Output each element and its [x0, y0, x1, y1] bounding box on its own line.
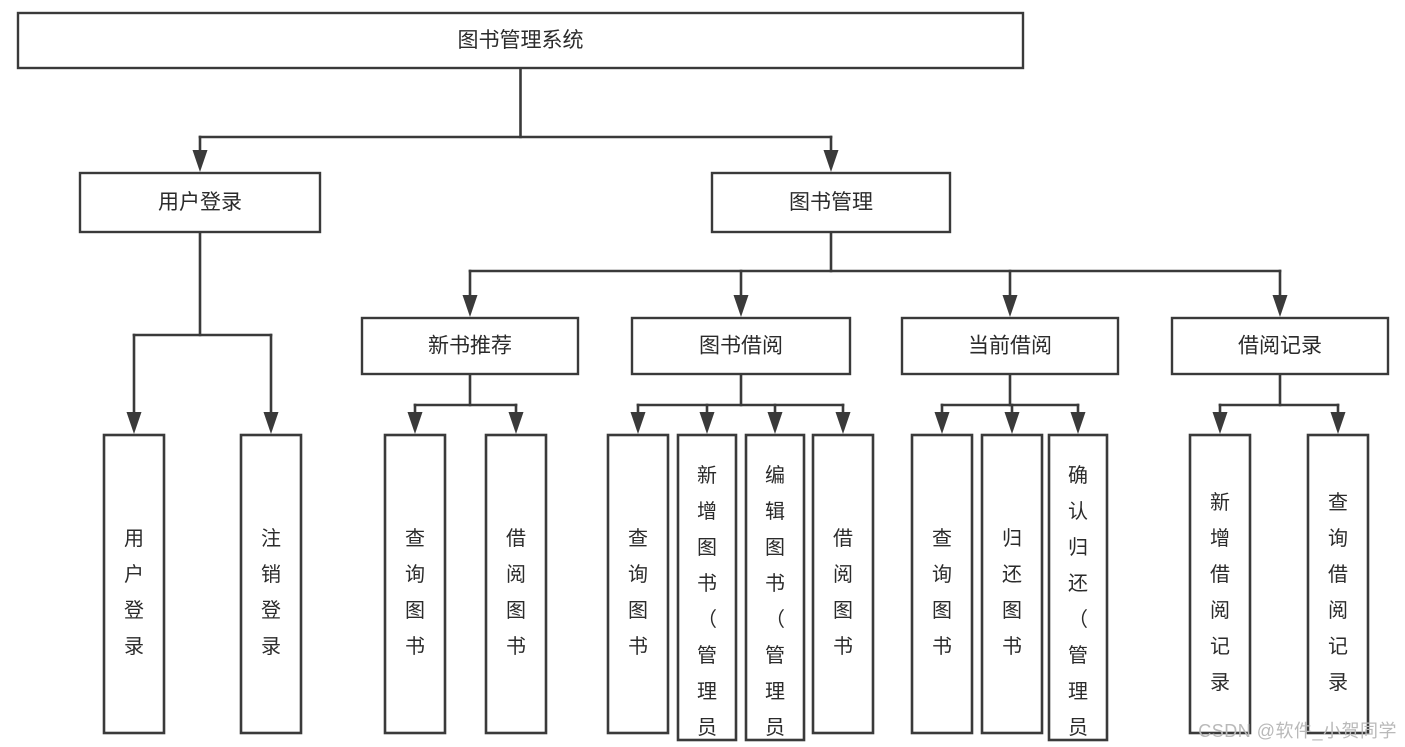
node-box[interactable] — [360, 316, 580, 376]
arrow-head-icon — [508, 412, 524, 434]
node-box[interactable] — [710, 171, 952, 234]
node-box[interactable] — [676, 433, 738, 742]
node-label: 借阅图书 — [833, 527, 853, 658]
arrow-head-icon — [934, 412, 950, 434]
node-user-login[interactable]: 用户登录 — [78, 171, 322, 234]
arrow-head-icon — [1002, 295, 1018, 317]
connector-group-root — [192, 66, 839, 172]
node-leaf-user-logout[interactable]: 注销登录 — [239, 433, 303, 735]
connector-group-current-borrow — [934, 372, 1086, 434]
arrow-head-icon — [263, 412, 279, 434]
node-box[interactable] — [1170, 316, 1390, 376]
node-leaf-confirm-return[interactable]: 确认归还（管理员） — [1047, 433, 1109, 747]
node-label: 图书管理系统 — [458, 29, 584, 52]
arrow-head-icon — [733, 295, 749, 317]
arrow-head-icon — [699, 412, 715, 434]
node-leaf-return-book[interactable]: 归还图书 — [980, 433, 1044, 735]
node-book-borrow[interactable]: 图书借阅 — [630, 316, 852, 376]
node-box[interactable] — [239, 433, 303, 735]
arrow-head-icon — [1212, 412, 1228, 434]
arrow-head-icon — [835, 412, 851, 434]
node-label: 查询图书 — [405, 527, 425, 658]
node-box[interactable] — [980, 433, 1044, 735]
node-box[interactable] — [1306, 433, 1370, 735]
arrow-head-icon — [1070, 412, 1086, 434]
connector-group-user-login — [126, 230, 279, 434]
connector-group-new-book-recommend — [407, 372, 524, 434]
arrow-head-icon — [630, 412, 646, 434]
node-label: 用户登录 — [124, 528, 144, 658]
node-label: 注销登录 — [261, 527, 281, 658]
node-root[interactable]: 图书管理系统 — [16, 11, 1025, 70]
node-label: 编辑图书（管理员） — [765, 464, 785, 747]
node-label: 图书管理 — [789, 191, 873, 214]
node-label: 用户登录 — [158, 191, 242, 214]
node-label: 查询图书 — [628, 527, 648, 658]
node-leaf-query-record[interactable]: 查询借阅记录 — [1306, 433, 1370, 735]
arrow-head-icon — [407, 412, 423, 434]
node-box[interactable] — [102, 433, 166, 735]
node-leaf-add-book[interactable]: 新增图书（管理员） — [676, 433, 738, 747]
node-leaf-borrow-book-2[interactable]: 借阅图书 — [811, 433, 875, 735]
node-box[interactable] — [383, 433, 447, 735]
node-leaf-edit-book[interactable]: 编辑图书（管理员） — [744, 433, 806, 747]
node-box[interactable] — [900, 316, 1120, 376]
node-label: 新增借阅记录 — [1210, 491, 1230, 694]
node-label: 借阅图书 — [506, 527, 526, 658]
node-leaf-query-book-2[interactable]: 查询图书 — [606, 433, 670, 735]
node-box[interactable] — [606, 433, 670, 735]
node-box[interactable] — [811, 433, 875, 735]
node-borrow-record[interactable]: 借阅记录 — [1170, 316, 1390, 376]
node-leaf-add-record[interactable]: 新增借阅记录 — [1188, 433, 1252, 735]
arrow-head-icon — [192, 150, 208, 172]
connector-group-book-borrow — [630, 372, 851, 434]
node-label: 归还图书 — [1002, 527, 1022, 658]
node-label: 图书借阅 — [699, 335, 783, 358]
csdn-watermark: CSDN @软件_小贺同学 — [1198, 721, 1397, 741]
node-book-manage[interactable]: 图书管理 — [710, 171, 952, 234]
node-leaf-query-book-3[interactable]: 查询图书 — [910, 433, 974, 735]
node-box[interactable] — [744, 433, 806, 742]
arrow-head-icon — [1004, 412, 1020, 434]
node-box[interactable] — [630, 316, 852, 376]
node-label: 查询借阅记录 — [1328, 491, 1348, 694]
connector-group-borrow-record — [1212, 372, 1346, 434]
node-label: 查询图书 — [932, 527, 952, 658]
arrow-head-icon — [823, 150, 839, 172]
connector-group-book-manage — [462, 230, 1288, 317]
node-label: 新增图书（管理员） — [697, 464, 717, 747]
arrow-head-icon — [126, 412, 142, 434]
node-new-book-recommend[interactable]: 新书推荐 — [360, 316, 580, 376]
node-box[interactable] — [78, 171, 322, 234]
node-label: 确认归还（管理员） — [1068, 464, 1088, 747]
node-label: 当前借阅 — [968, 335, 1052, 358]
connector-layer — [126, 66, 1346, 434]
node-label: 新书推荐 — [428, 335, 512, 358]
arrow-head-icon — [462, 295, 478, 317]
node-box[interactable] — [16, 11, 1025, 70]
arrow-head-icon — [1272, 295, 1288, 317]
node-label: 借阅记录 — [1238, 335, 1322, 358]
node-current-borrow[interactable]: 当前借阅 — [900, 316, 1120, 376]
arrow-head-icon — [1330, 412, 1346, 434]
node-box[interactable] — [910, 433, 974, 735]
node-leaf-borrow-book-1[interactable]: 借阅图书 — [484, 433, 548, 735]
node-leaf-user-login[interactable]: 用户登录 — [102, 433, 166, 735]
node-leaf-query-book-1[interactable]: 查询图书 — [383, 433, 447, 735]
node-box[interactable] — [1047, 433, 1109, 742]
node-box[interactable] — [1188, 433, 1252, 735]
arrow-head-icon — [767, 412, 783, 434]
node-box[interactable] — [484, 433, 548, 735]
node-layer: 图书管理系统用户登录图书管理新书推荐图书借阅当前借阅借阅记录用户登录注销登录查询… — [16, 11, 1390, 747]
